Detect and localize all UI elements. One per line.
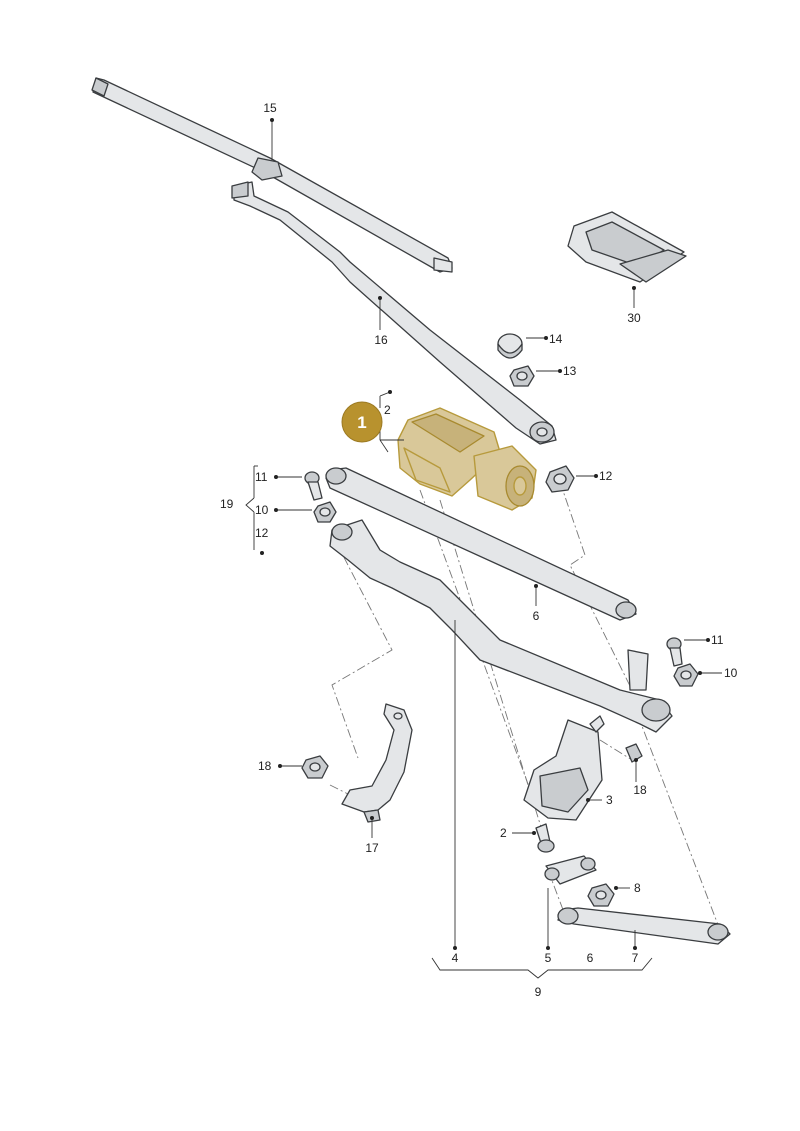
label-group-19-bottom: 12: [255, 526, 269, 540]
label-cap: 14: [549, 332, 563, 346]
label-link-rod: 7: [632, 951, 639, 965]
bolt-right: [666, 637, 683, 667]
nut-right: [673, 663, 699, 687]
rain-sensor: [567, 211, 687, 283]
label-rain-sensor: 30: [627, 311, 641, 325]
crank: [544, 855, 597, 885]
label-wiper-blade: 15: [263, 101, 277, 115]
label-bolt-motor: 2: [384, 403, 391, 417]
label-push-rod: 6: [533, 609, 540, 623]
label-bolt-bottom: 2: [500, 826, 507, 840]
label-nut-left: 10: [255, 503, 269, 517]
wiper-motor: [397, 407, 537, 511]
clip: [625, 743, 643, 763]
nut-crank: [587, 883, 615, 907]
label-rod-bottom: 6: [587, 951, 594, 965]
label-clip: 18: [633, 783, 647, 797]
label-motor-bracket: 3: [606, 793, 613, 807]
label-wiper-arm: 16: [374, 333, 388, 347]
label-nut-crank: 8: [634, 881, 641, 895]
label-nut-bracket: 18: [258, 759, 272, 773]
wiper-arm: [231, 181, 557, 445]
badge-number: 1: [357, 413, 366, 432]
side-bracket: [341, 703, 413, 823]
nut-arm: [509, 365, 535, 387]
nut-bracket: [301, 755, 329, 779]
leader-lines: [245, 118, 722, 979]
wiper-blade: [91, 77, 453, 273]
nut-spindle: [545, 465, 575, 493]
label-bolt-right: 11: [711, 633, 724, 647]
label-nut-right: 10: [724, 666, 738, 680]
label-nut-arm: 13: [563, 364, 577, 378]
frame: [329, 519, 673, 733]
nut-left: [313, 501, 337, 523]
cap: [497, 333, 523, 359]
link-rod: [557, 907, 731, 945]
bolt-bottom: [535, 823, 555, 853]
label-side-bracket: 17: [365, 841, 379, 855]
label-crank: 5: [545, 951, 552, 965]
bolt-left: [304, 471, 323, 501]
label-nut-spindle: 12: [599, 469, 613, 483]
label-assembly: 9: [535, 985, 542, 999]
label-frame: 4: [452, 951, 459, 965]
motor-bracket: [523, 715, 605, 821]
label-group-19: 19: [220, 497, 234, 511]
push-rod: [325, 467, 637, 621]
part-labels: 15 16 14 13 30 2 12 11 10 12 19 6 11 10 …: [220, 101, 738, 999]
label-bolt-left: 11: [255, 470, 268, 484]
position-badge: 1: [341, 401, 383, 443]
